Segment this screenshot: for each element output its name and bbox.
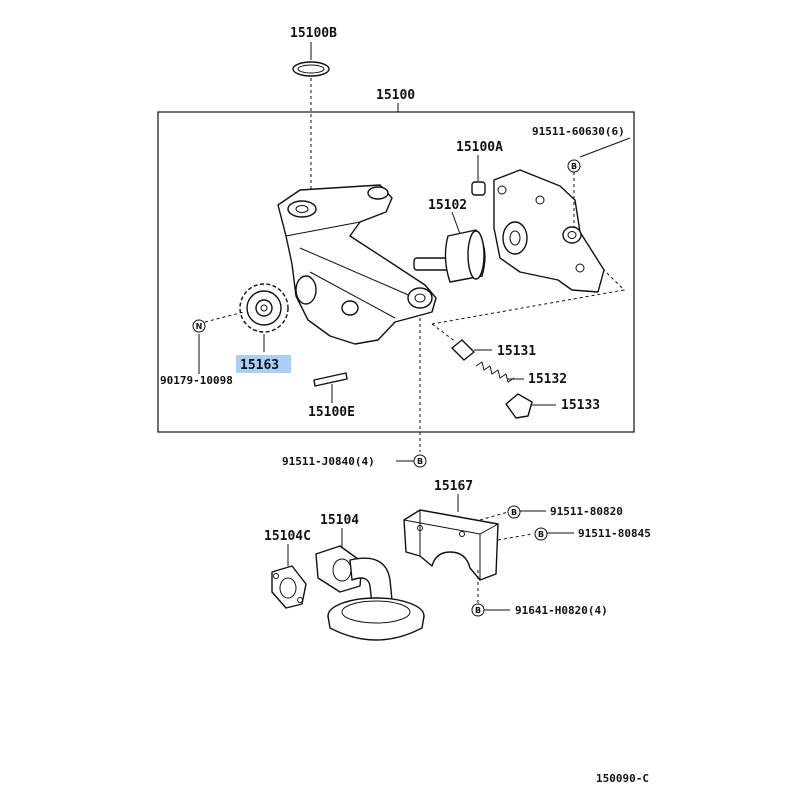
oil-strainer (315, 545, 425, 641)
label-91511-80845: 91511-80845 (578, 527, 651, 540)
gasket-part (271, 565, 307, 609)
bolt-80820-guide (479, 511, 509, 521)
label-15104c: 15104C (264, 529, 311, 544)
bolt-80820-marker-letter: B (511, 508, 517, 517)
baffle-plate (403, 509, 499, 581)
oring-part (292, 61, 330, 77)
nut-marker: N (192, 319, 206, 333)
label-91641-h0820: 91641-H0820(4) (515, 604, 608, 617)
small-plug-part (471, 181, 486, 196)
bolt-80845-marker: B (534, 527, 548, 541)
bolt-h0820-marker: B (471, 603, 485, 617)
label-15132: 15132 (528, 372, 567, 387)
spring-part (475, 361, 515, 383)
highlight-box (236, 355, 291, 373)
bolt-j0840-marker: B (413, 454, 427, 468)
rotor-shaft (413, 229, 486, 283)
label-91511-60630: 91511-60630(6) (532, 125, 625, 138)
label-15167: 15167 (434, 479, 473, 494)
label-15131: 15131 (497, 344, 536, 359)
label-15104: 15104 (320, 513, 359, 528)
bolt-60630-marker: B (567, 159, 581, 173)
label-15100: 15100 (376, 88, 415, 103)
valve-guide (431, 323, 457, 343)
label-91511-j0840: 91511-J0840(4) (282, 455, 375, 468)
bolt-80820-marker: B (507, 505, 521, 519)
plug-part (505, 393, 533, 419)
nut-marker-letter: N (196, 322, 203, 331)
oring-inner (297, 64, 325, 74)
pump-housing (277, 184, 437, 345)
bolt-80845-guide (497, 533, 533, 541)
bolt-60630-marker-letter: B (571, 162, 577, 171)
label-15100e: 15100E (308, 405, 355, 420)
bolt-h0820-marker-letter: B (475, 606, 481, 615)
label-15163: 15163 (240, 358, 279, 373)
cover-guide (431, 269, 626, 325)
label-90179-10098: 90179-10098 (160, 374, 233, 387)
pin-part (313, 372, 348, 387)
label-15100b: 15100B (290, 26, 337, 41)
valve-part (451, 339, 475, 361)
label-15100a: 15100A (456, 140, 503, 155)
assembly-frame (157, 111, 635, 433)
bolt-80845-marker-letter: B (538, 530, 544, 539)
bolt-60630-leader (579, 137, 631, 158)
diagram-code: 150090-C (596, 772, 649, 785)
pump-cover (493, 169, 605, 293)
sprocket-gear (239, 283, 289, 333)
bolt-j0840-marker-letter: B (417, 457, 423, 466)
rotor-leader (451, 211, 461, 235)
label-15102: 15102 (428, 198, 467, 213)
nut-guide (204, 311, 245, 323)
label-15133: 15133 (561, 398, 600, 413)
label-91511-80820: 91511-80820 (550, 505, 623, 518)
